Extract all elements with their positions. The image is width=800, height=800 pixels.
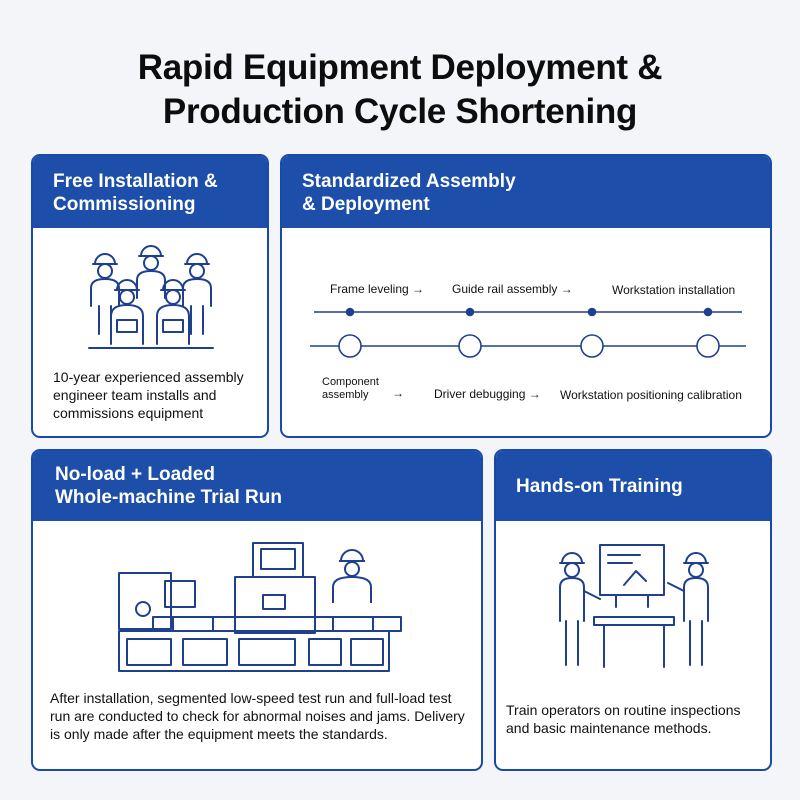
card-training-title: Hands-on Training (516, 476, 683, 497)
page-title: Rapid Equipment Deployment & Production … (0, 46, 800, 134)
timeline-upper-dot-1 (345, 307, 355, 317)
worker-front-left-figure (110, 279, 144, 345)
step-driver-debugging: Driver debugging → (434, 387, 541, 401)
worker-back-left-figure (90, 253, 120, 335)
arrow-right-icon: → (560, 282, 573, 296)
card-training-description: Train operators on routine inspections a… (506, 702, 741, 736)
step-frame-leveling: Frame leveling → (330, 282, 425, 296)
page-title-line2: Production Cycle Shortening (162, 92, 638, 131)
card-training-header: Hands-on Training (496, 451, 770, 521)
card-trial-run: No-load + Loaded Whole-machine Trial Run… (31, 449, 483, 771)
page-title-line1: Rapid Equipment Deployment & (137, 48, 663, 87)
timeline-lower-node-2 (458, 334, 482, 358)
card-installation-header: Free Installation & Commissioning (33, 156, 267, 228)
card-trial-run-header: No-load + Loaded Whole-machine Trial Run (33, 451, 481, 521)
worker-front-right-figure (156, 279, 190, 345)
card-training: Hands-on Training Train operators on rou… (494, 449, 772, 771)
card-installation-title-line2: Commissioning (53, 194, 196, 215)
card-trial-run-title-line1: No-load + Loaded (55, 464, 215, 485)
step-workstation-installation: Workstation installation (612, 283, 736, 297)
card-installation-description: 10-year experienced assembly engineer te… (53, 369, 244, 421)
card-assembly: Standardized Assembly & Deployment Frame… (280, 154, 772, 438)
card-installation: Free Installation & Commissioning (31, 154, 269, 438)
timeline-upper-dot-4 (703, 307, 713, 317)
arrow-right-icon: → (528, 387, 541, 401)
production-line-machine-icon (118, 542, 402, 672)
timeline-upper-dot-3 (587, 307, 597, 317)
card-assembly-title-line1: Standardized Assembly (302, 171, 516, 192)
card-trial-run-title-line2: Whole-machine Trial Run (55, 487, 282, 508)
step-component-assembly: Component assembly (322, 376, 379, 401)
card-installation-title-line1: Free Installation & (53, 171, 218, 192)
card-trial-run-description: After installation, segmented low-speed … (50, 690, 465, 742)
arrow-right-icon: → (412, 282, 425, 296)
assembly-timeline (310, 307, 746, 358)
worker-back-right-figure (182, 253, 212, 335)
engineer-team-icon (88, 245, 214, 349)
training-session-icon (559, 544, 709, 668)
card-assembly-title-line2: & Deployment (302, 194, 430, 215)
arrow-right-icon: → (392, 386, 404, 400)
step-workstation-positioning-calibration: Workstation positioning calibration (560, 388, 742, 402)
card-assembly-header: Standardized Assembly & Deployment (282, 156, 770, 228)
worker-back-center-figure (136, 245, 166, 299)
step-guide-rail-assembly: Guide rail assembly → (452, 282, 573, 296)
timeline-lower-node-3 (580, 334, 604, 358)
timeline-lower-node-4 (696, 334, 720, 358)
timeline-lower-node-1 (338, 334, 362, 358)
timeline-upper-dot-2 (465, 307, 475, 317)
